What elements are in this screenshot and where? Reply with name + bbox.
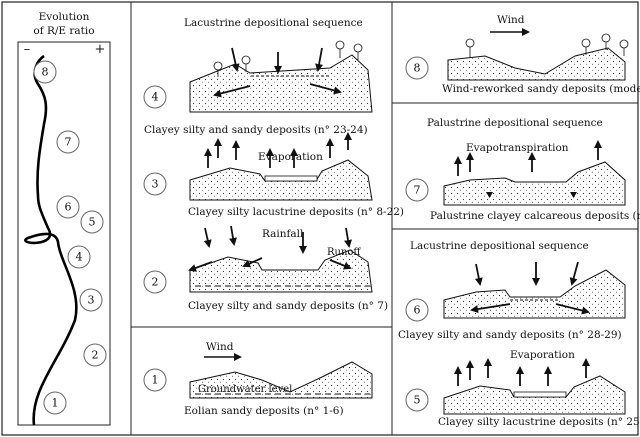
- re-ratio-curve: [24, 54, 78, 426]
- panel-3-terrain: [189, 159, 373, 201]
- panel-6-number: 6: [414, 304, 421, 317]
- panel-3-arrows: [204, 132, 352, 168]
- panel-7-arrows: [454, 140, 602, 176]
- panel-7-caption: Palustrine clayey calcareous deposits (n…: [430, 210, 640, 222]
- panel-2-arrows: [188, 225, 352, 272]
- panel-1-label-wind: Wind: [206, 341, 234, 353]
- curve-step-markers: 8 7 6 5 4 3 2 1: [33, 60, 107, 415]
- panel-5-arrows: [454, 358, 590, 386]
- panel-2: Rainfall Runoff 2 Clayey silty and sandy…: [143, 225, 388, 312]
- step-6-label: 6: [65, 201, 72, 214]
- step-2-label: 2: [92, 349, 99, 362]
- evolution-title-line1: Evolution: [39, 11, 90, 23]
- panel-5-caption: Clayey silty lacustrine deposits (n° 25-…: [438, 416, 640, 428]
- panel-7-terrain: [443, 161, 626, 206]
- panel-5-lake: [513, 391, 567, 398]
- panel-4: Lacustrine depositional sequence 4 Claye…: [143, 17, 373, 136]
- panel-1-caption: Eolian sandy deposits (n° 1-6): [184, 405, 344, 417]
- panel-2-number: 2: [152, 276, 159, 289]
- panel-8-label-wind: Wind: [497, 14, 525, 26]
- panel-4-header: Lacustrine depositional sequence: [184, 17, 363, 29]
- panel-7-label-evapotranspiration: Evapotranspiration: [466, 142, 569, 154]
- panel-3-label-evaporation: Evaporation: [258, 151, 323, 163]
- panel-5: Evaporation 5 Clayey silty lacustrine de…: [405, 349, 640, 428]
- panel-5-label-evaporation: Evaporation: [510, 349, 575, 361]
- panel-5-number: 5: [414, 394, 421, 407]
- panel-7-header: Palustrine depositional sequence: [427, 117, 603, 129]
- re-curve-box: [17, 41, 111, 426]
- panel-8: Wind 8 Wind-reworked sandy deposits (mod…: [405, 14, 640, 95]
- panel-4-arrows: [213, 47, 342, 98]
- re-evolution-column: Evolution of R/E ratio – + 8 7 6 5 4 3 2…: [17, 11, 111, 426]
- panel-2-label-rainfall: Rainfall: [262, 228, 304, 240]
- panel-8-caption: Wind-reworked sandy deposits (modern): [442, 83, 640, 95]
- panel-8-terrain: [447, 47, 626, 81]
- panel-7: Palustrine depositional sequence Evapotr…: [405, 117, 640, 222]
- step-7-label: 7: [65, 136, 72, 149]
- panel-3-caption: Clayey silty lacustrine deposits (n° 8-2…: [188, 206, 404, 218]
- panel-7-number: 7: [414, 184, 421, 197]
- panel-2-caption: Clayey silty and sandy deposits (n° 7): [188, 300, 388, 312]
- panel-8-trees: [465, 33, 629, 58]
- panel-6-arrows: [470, 261, 590, 315]
- panel-1-number: 1: [152, 374, 159, 387]
- panel-1-terrain: [189, 361, 373, 399]
- panel-8-number: 8: [414, 62, 421, 75]
- panel-6-terrain: [443, 269, 626, 319]
- panel-3-number: 3: [152, 178, 159, 191]
- step-3-label: 3: [88, 294, 95, 307]
- step-8-label: 8: [42, 66, 49, 79]
- panel-6-caption: Clayey silty and sandy deposits (n° 28-2…: [398, 329, 622, 341]
- panel-5-terrain: [443, 375, 626, 415]
- step-5-label: 5: [89, 216, 96, 229]
- panel-4-trees: [213, 40, 363, 77]
- panel-1: Wind 1 Groundwater level Eolian sandy de…: [143, 341, 373, 417]
- panel-1-label-groundwater: Groundwater level: [198, 384, 292, 395]
- panel-4-caption: Clayey silty and sandy deposits (n° 23-2…: [144, 124, 368, 136]
- axis-plus-label: +: [95, 42, 106, 57]
- panel-4-number: 4: [152, 91, 159, 104]
- step-1-label: 1: [52, 397, 59, 410]
- step-4-label: 4: [76, 251, 83, 264]
- panel-6: Lacustrine depositional sequence 6 Claye…: [398, 240, 626, 341]
- panel-3-lake: [264, 175, 318, 182]
- panel-3: Evaporation 3 Clayey silty lacustrine de…: [143, 132, 404, 218]
- axis-minus-label: –: [24, 42, 31, 57]
- evolution-title-line2: of R/E ratio: [33, 25, 94, 37]
- panel-6-header: Lacustrine depositional sequence: [410, 240, 589, 252]
